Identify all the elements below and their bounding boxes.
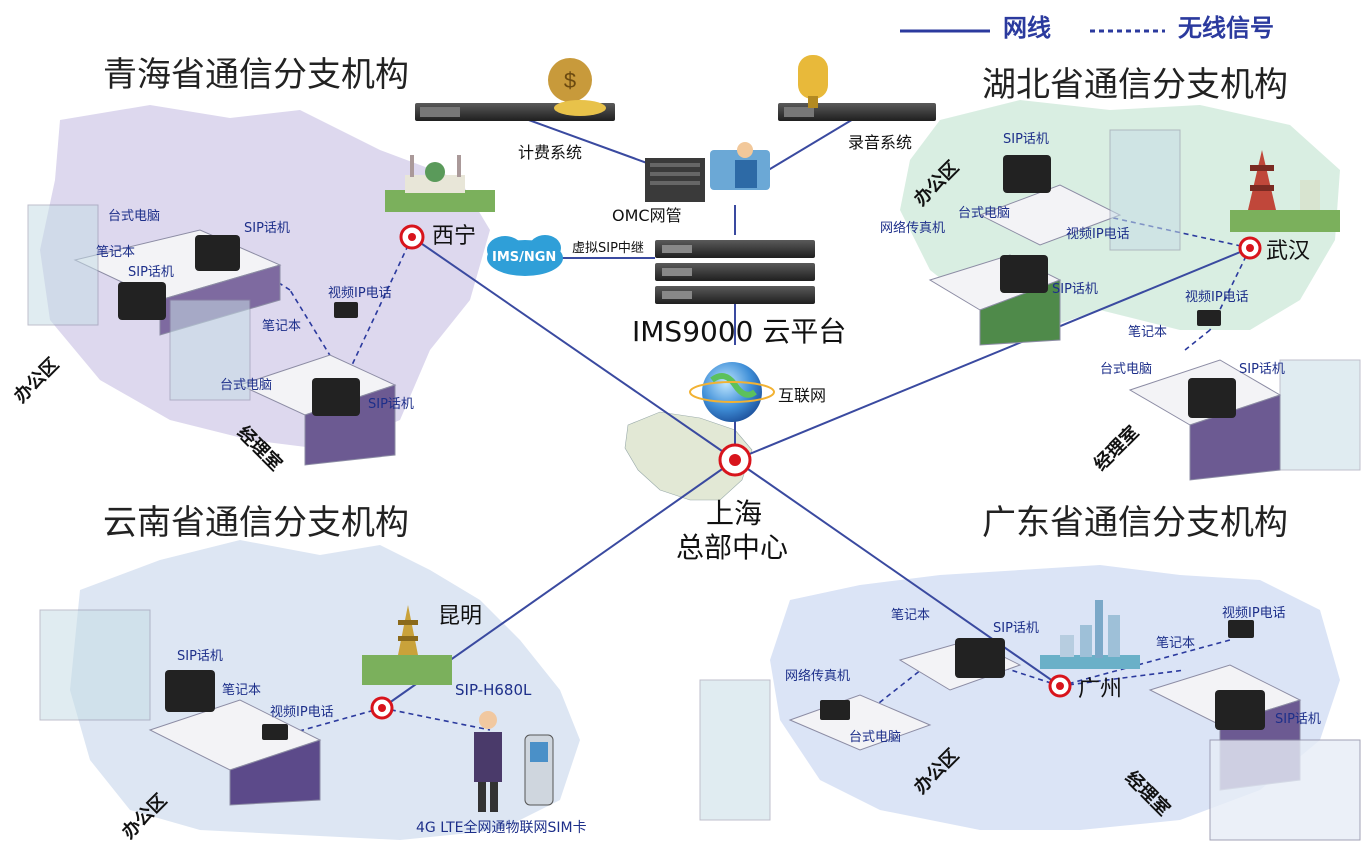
hb-desktop-label: 台式电脑 [958, 206, 1011, 221]
gd-sip-phone-label-1: SIP话机 [993, 621, 1039, 636]
hb-sip-phone-label-2: SIP话机 [1052, 282, 1098, 297]
link-wuhan-shanghai [734, 247, 1251, 461]
cloud-platform-label: IMS9000 云平台 [632, 315, 847, 348]
node-guangzhou [1048, 674, 1072, 698]
yn-video-phone-label: 视频IP电话 [270, 705, 334, 720]
qh-desktop-label-2: 台式电脑 [220, 378, 273, 393]
china-map [624, 411, 753, 501]
yn-laptop-label: 笔记本 [222, 683, 262, 698]
yunnan-office-desks [39, 609, 322, 806]
sip-h680l-label: SIP-H680L [455, 681, 532, 699]
node-kunming [370, 696, 394, 720]
gd-sip-phone-label-2: SIP话机 [1275, 712, 1321, 727]
omc-server-icon [645, 142, 770, 202]
omc-label: OMC网管 [612, 206, 682, 225]
city-kunming: 昆明 [438, 604, 483, 629]
hb-laptop-label: 笔记本 [1128, 325, 1168, 340]
recording-system-label: 录音系统 [848, 133, 913, 152]
region-title-yunnan: 云南省通信分支机构 [103, 503, 409, 543]
svg-text:$: $ [564, 68, 576, 93]
qh-sip-phone-label-3: SIP话机 [368, 397, 414, 412]
guangdong-map [770, 565, 1340, 830]
hb-fax-label: 网络传真机 [880, 221, 946, 236]
cloud-server-icon [655, 240, 815, 304]
city-xining: 西宁 [432, 224, 477, 249]
gd-laptop-label-2: 笔记本 [1156, 636, 1196, 651]
node-wuhan [1238, 236, 1262, 260]
node-markers [370, 224, 1262, 720]
sip-trunk-label: 虚拟SIP中继 [572, 241, 644, 256]
gd-fax-label: 网络传真机 [785, 669, 851, 684]
legend-wireless-label: 无线信号 [1178, 14, 1274, 42]
legend-wired-label: 网线 [1003, 14, 1051, 42]
gd-laptop-label-1: 笔记本 [891, 608, 931, 623]
link-xining-shanghai [411, 236, 736, 461]
region-title-guangdong: 广东省通信分支机构 [982, 503, 1288, 543]
sip-h680l-device-icon [524, 734, 554, 806]
city-shanghai: 上海 [706, 497, 763, 530]
hb-video-phone-label-2: 视频IP电话 [1185, 290, 1249, 305]
kunming-tower-icon [362, 605, 452, 685]
qh-video-phone-label: 视频IP电话 [328, 286, 392, 301]
hq-center: 总部中心 [676, 531, 789, 564]
billing-server-icon: $ [415, 58, 615, 121]
internet-globe-icon [689, 362, 775, 422]
phone-icons [118, 155, 1265, 740]
xining-landmark-icon [385, 155, 495, 212]
person-with-phone-icon [474, 711, 502, 812]
qh-laptop-label-2: 笔记本 [262, 319, 302, 334]
hb-video-phone-label-1: 视频IP电话 [1066, 227, 1130, 242]
qh-laptop-label-1: 笔记本 [96, 245, 136, 260]
gd-video-phone-label: 视频IP电话 [1222, 606, 1286, 621]
qh-sip-phone-label-1: SIP话机 [244, 221, 290, 236]
link-guangzhou-shanghai [734, 459, 1061, 687]
node-shanghai [718, 443, 752, 477]
region-title-hubei: 湖北省通信分支机构 [982, 65, 1288, 105]
city-wuhan: 武汉 [1266, 239, 1311, 264]
city-guangzhou: 广州 [1078, 677, 1123, 702]
hb-sip-phone-label-1: SIP话机 [1003, 132, 1049, 147]
region-title-qinghai: 青海省通信分支机构 [103, 55, 409, 95]
hb-desktop-label-2: 台式电脑 [1100, 362, 1153, 377]
ims-ngn-cloud-icon [487, 235, 563, 276]
recording-server-icon [778, 55, 936, 121]
qh-sip-phone-label-2: SIP话机 [128, 265, 174, 280]
wuhan-tower-icon [1230, 150, 1340, 232]
qh-desktop-label: 台式电脑 [108, 209, 161, 224]
ims-ngn-label: IMS/NGN [492, 250, 557, 265]
node-xining [399, 224, 425, 250]
yn-sip-phone-label: SIP话机 [177, 649, 223, 664]
internet-label: 互联网 [778, 386, 827, 405]
link-recording-omc [759, 114, 861, 176]
yunnan-map [70, 540, 580, 840]
hb-sip-phone-label-3: SIP话机 [1239, 362, 1285, 377]
gd-desktop-label: 台式电脑 [849, 730, 902, 745]
guangzhou-skyline-icon [1040, 600, 1140, 669]
billing-system-label: 计费系统 [518, 143, 583, 162]
lte-sim-label: 4G LTE全网通物联网SIM卡 [416, 820, 587, 836]
